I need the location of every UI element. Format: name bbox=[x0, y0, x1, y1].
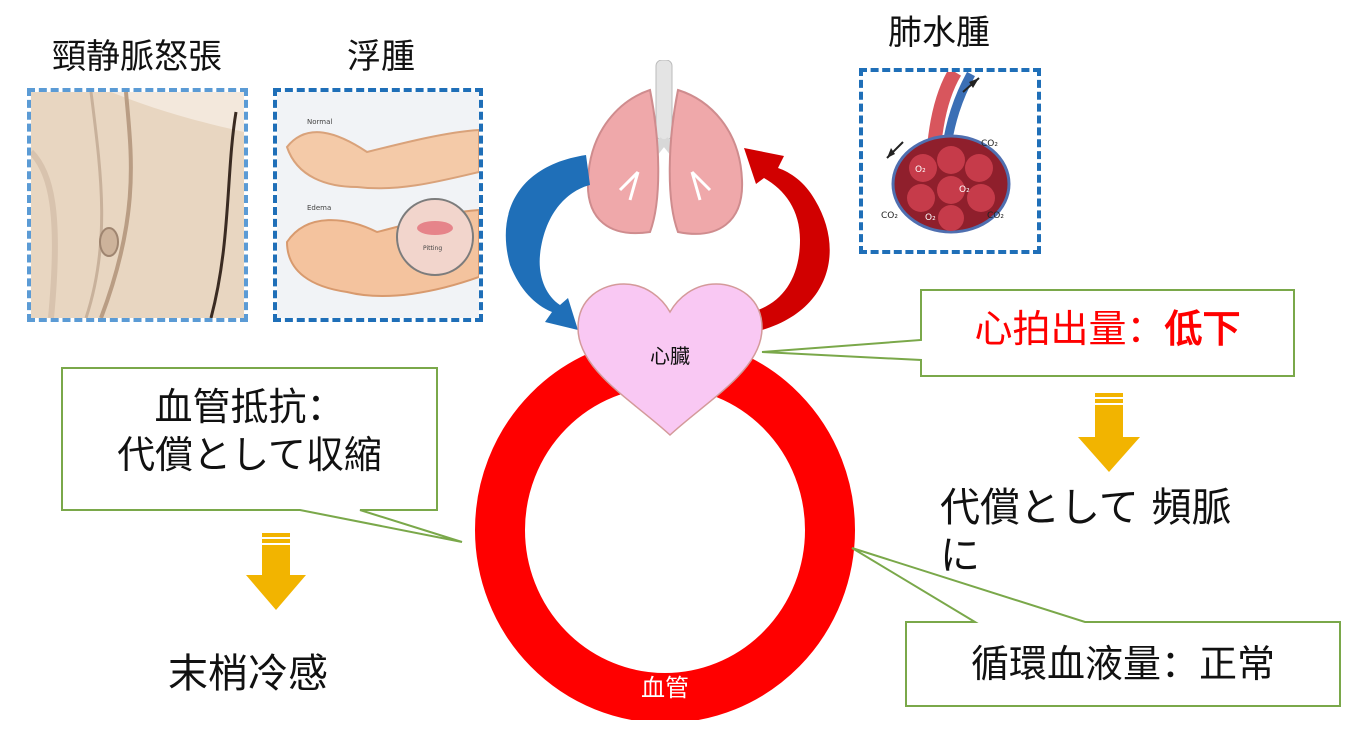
blue-curved-arrow bbox=[505, 155, 590, 330]
heart-shape bbox=[577, 283, 763, 437]
cardiac-output-prefix: 心拍出量： bbox=[974, 307, 1165, 351]
pulmonary-edema-label: 肺水腫 bbox=[888, 13, 990, 53]
pitting-caption: Pitting bbox=[423, 245, 442, 252]
neck-illustration bbox=[31, 92, 244, 318]
right-top-callout-shape bbox=[761, 289, 1295, 377]
vascular-resistance-line2: 代償として収縮 bbox=[117, 432, 382, 477]
edema-label: 浮腫 bbox=[347, 37, 415, 77]
co2-label-3: CO₂ bbox=[987, 211, 1004, 221]
co2-label-2: CO₂ bbox=[881, 211, 898, 221]
alveoli-illustration: CO₂ CO₂ CO₂ O₂ O₂ O₂ bbox=[863, 72, 1037, 250]
jugular-photo bbox=[27, 88, 248, 322]
vessel-label: 血管 bbox=[641, 674, 689, 702]
feet-illustration: Normal Edema Pitting bbox=[277, 92, 479, 318]
peripheral-coldness-text: 末梢冷感 bbox=[168, 651, 328, 697]
edema-caption: Edema bbox=[307, 204, 331, 212]
tachycardia-line2: に bbox=[940, 533, 980, 579]
jugular-distension-label: 頸静脈怒張 bbox=[52, 37, 222, 77]
left-callout-shape bbox=[61, 367, 463, 543]
lungs-illustration bbox=[586, 60, 744, 235]
pulmonary-edema-photo: CO₂ CO₂ CO₂ O₂ O₂ O₂ bbox=[859, 68, 1041, 254]
right-down-arrow bbox=[1078, 393, 1140, 472]
o2-label-2: O₂ bbox=[959, 185, 970, 195]
o2-label-3: O₂ bbox=[925, 213, 936, 223]
heart-label: 心臓 bbox=[650, 344, 690, 368]
red-curved-arrow bbox=[744, 148, 830, 330]
o2-label-1: O₂ bbox=[915, 165, 926, 175]
co2-label-1: CO₂ bbox=[981, 139, 998, 149]
edema-photo: Normal Edema Pitting bbox=[273, 88, 483, 322]
tachycardia-line1: 代償として 頻脈 bbox=[940, 485, 1232, 531]
cardiac-output-value: 低下 bbox=[1164, 307, 1241, 351]
vascular-resistance-text: 血管抵抗： 代償として収縮 bbox=[62, 384, 437, 479]
bottom-right-callout-shape bbox=[851, 547, 1341, 707]
circulating-volume-text: 循環血液量：正常 bbox=[970, 642, 1275, 686]
cardiac-output-text: 心拍出量：低下 bbox=[921, 306, 1294, 354]
vascular-resistance-line1: 血管抵抗： bbox=[154, 385, 345, 429]
left-down-arrow bbox=[246, 533, 306, 610]
normal-caption: Normal bbox=[307, 118, 332, 126]
